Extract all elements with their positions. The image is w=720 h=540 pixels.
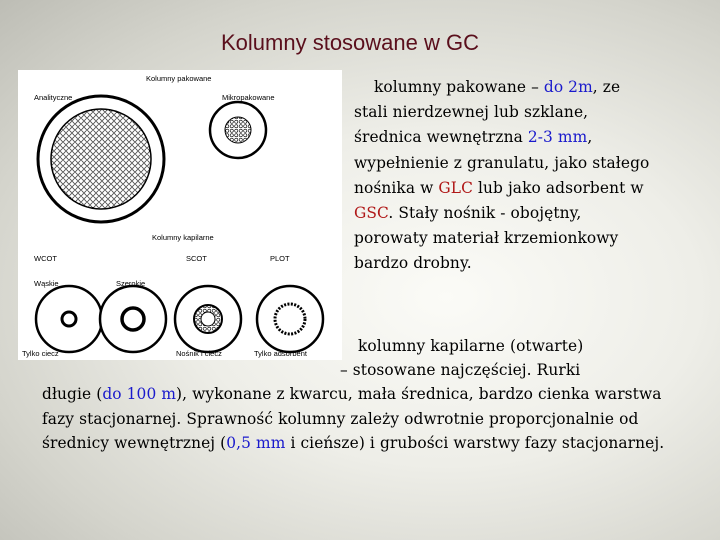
analytical-packed-column [36, 94, 166, 224]
gsc-term: GSC [354, 204, 389, 223]
plot-column [255, 284, 325, 354]
wcot-wide-column [98, 284, 168, 354]
wcot-label: WCOT [34, 254, 57, 263]
narrow-label: Wąskie [34, 279, 59, 288]
scot-column [173, 284, 243, 354]
capillary-heading-line: kolumny kapilarne (otwarte) [358, 337, 584, 355]
packed-text: , ze stali nierdzewnej lub szklane, śred… [354, 78, 621, 147]
capillary-text: długie ( [42, 385, 103, 404]
support-and-liquid-label: Nośnik i ciecz [176, 349, 222, 358]
capillary-second-line: – stosowane najczęściej. Rurki [340, 361, 581, 380]
plot-label: PLOT [270, 254, 290, 263]
packed-columns-paragraph: kolumny pakowane – do 2m, ze stali nierd… [354, 75, 654, 277]
liquid-only-label: Tylko ciecz [22, 349, 59, 358]
packed-diameter: 2-3 mm [527, 128, 588, 147]
packed-length: do 2m [543, 78, 593, 96]
adsorbent-only-label: Tylko adsorbent [254, 349, 308, 358]
capillary-columns-heading: Kolumny kapilarne [152, 233, 214, 242]
column-cross-sections-diagram: Kolumny pakowane Analityczne Mikropakowa… [22, 74, 325, 358]
packed-text: lub jako adsorbent w [472, 178, 644, 197]
micropacked-column [208, 100, 268, 160]
wide-label: Szerokie [116, 279, 145, 288]
column-types-figure: Kolumny pakowane Analityczne Mikropakowa… [18, 70, 342, 360]
capillary-text: i cieńsze) i grubości warstwy fazy stacj… [285, 433, 665, 452]
analytical-label: Analityczne [34, 93, 72, 102]
capillary-diameter: 0,5 mm [226, 433, 286, 452]
capillary-columns-paragraph: kolumny kapilarne (otwarte) – stosowane … [42, 334, 682, 455]
slide-title: Kolumny stosowane w GC [221, 30, 479, 55]
glc-term: GLC [438, 178, 473, 197]
packed-columns-heading: Kolumny pakowane [146, 74, 211, 83]
packed-text: kolumny pakowane – [373, 78, 544, 96]
capillary-length: do 100 m [102, 385, 177, 404]
scot-label: SCOT [186, 254, 207, 263]
capillary-text: ), wykonane z kwarcu, mała średnica, bar… [42, 385, 662, 452]
packed-text: , wypełnienie z granulatu, jako stałego … [354, 128, 650, 197]
packed-text: . Stały nośnik - obojętny, porowaty mate… [354, 204, 619, 273]
micropacked-label: Mikropakowane [222, 93, 275, 102]
